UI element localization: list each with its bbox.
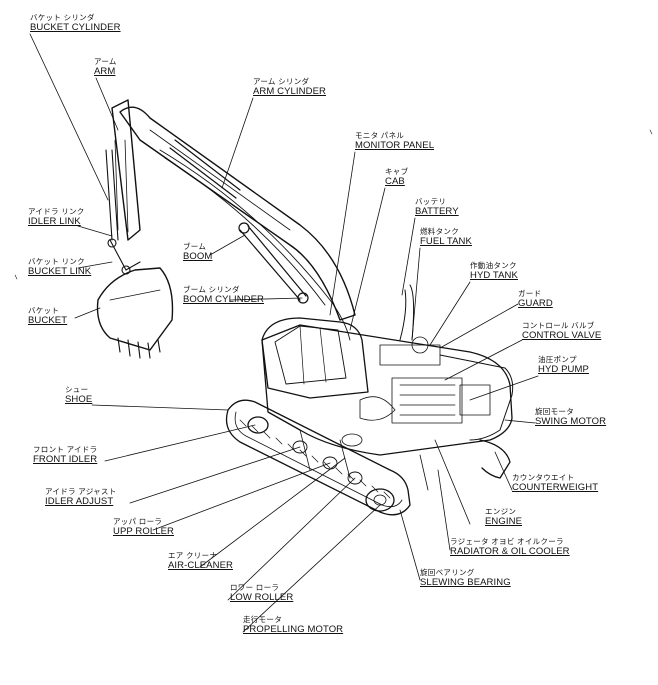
label-bucket-link-en: BUCKET LINK bbox=[28, 265, 92, 277]
label-idler-link-jp: アイドラ リンク bbox=[28, 207, 85, 216]
label-radiator-oil-cooler: ラジェータ オヨビ オイルクーラ RADIATOR & OIL COOLER bbox=[450, 538, 570, 556]
label-front-idler: フロント アイドラ FRONT IDLER bbox=[33, 446, 97, 464]
label-slewing-bearing: 旋回ベアリング SLEWING BEARING bbox=[420, 569, 511, 587]
label-bucket-link: バケット リンク BUCKET LINK bbox=[28, 258, 91, 276]
label-bucket-cylinder-jp: バケット シリンダ bbox=[30, 13, 95, 22]
label-guard-en: GUARD bbox=[518, 297, 553, 309]
label-boom-cylinder-en: BOOM CYLINDER bbox=[183, 293, 265, 305]
upper-structure bbox=[261, 324, 514, 491]
label-fuel-tank: 燃料タンク FUEL TANK bbox=[420, 228, 472, 246]
label-hyd-pump-en: HYD PUMP bbox=[538, 363, 589, 375]
label-monitor-panel-jp: モニタ パネル bbox=[355, 131, 405, 140]
label-upp-roller-jp: アッパ ローラ bbox=[113, 517, 163, 526]
label-front-idler-jp: フロント アイドラ bbox=[33, 445, 98, 454]
label-boom: ブーム BOOM bbox=[183, 243, 212, 261]
label-arm-cylinder-en: ARM CYLINDER bbox=[253, 85, 326, 97]
label-arm-cylinder: アーム シリンダ ARM CYLINDER bbox=[253, 78, 326, 96]
label-idler-adjust-en: IDLER ADJUST bbox=[45, 495, 114, 507]
label-air-cleaner-jp: エア クリーナ bbox=[168, 551, 218, 560]
bucket-cylinder bbox=[105, 149, 119, 241]
label-bucket: バケット BUCKET bbox=[28, 307, 67, 325]
label-shoe: シュー SHOE bbox=[65, 386, 92, 404]
scan-marks bbox=[14, 129, 653, 280]
label-boom-jp: ブーム bbox=[183, 242, 207, 251]
label-battery: バッテリ BATTERY bbox=[415, 198, 459, 216]
label-boom-en: BOOM bbox=[183, 250, 213, 262]
label-front-idler-en: FRONT IDLER bbox=[33, 453, 98, 465]
cab bbox=[261, 317, 369, 399]
label-arm-cylinder-jp: アーム シリンダ bbox=[253, 77, 310, 86]
label-counterweight-en: COUNTERWEIGHT bbox=[512, 481, 599, 493]
label-hyd-tank-jp: 作動油タンク bbox=[470, 261, 517, 270]
arm bbox=[111, 99, 141, 241]
label-air-cleaner: エア クリーナ AIR-CLEANER bbox=[168, 552, 233, 570]
label-engine-en: ENGINE bbox=[485, 515, 523, 527]
label-control-valve-en: CONTROL VALVE bbox=[522, 329, 602, 341]
label-upp-roller: アッパ ローラ UPP ROLLER bbox=[113, 518, 174, 536]
leader-lines bbox=[29, 33, 539, 633]
label-fuel-tank-en: FUEL TANK bbox=[420, 235, 472, 247]
label-control-valve-jp: コントロール バルブ bbox=[522, 321, 595, 330]
label-arm-jp: アーム bbox=[94, 57, 117, 66]
label-counterweight-jp: カウンタウエイト bbox=[512, 473, 575, 482]
label-guard-jp: ガード bbox=[518, 289, 542, 298]
label-propelling-motor-en: PROPELLING MOTOR bbox=[243, 623, 344, 635]
label-idler-link: アイドラ リンク IDLER LINK bbox=[28, 208, 85, 226]
label-low-roller-jp: ロワー ローラ bbox=[230, 583, 280, 592]
label-counterweight: カウンタウエイト COUNTERWEIGHT bbox=[512, 474, 598, 492]
label-cab: キャブ CAB bbox=[385, 168, 408, 186]
label-arm-en: ARM bbox=[94, 65, 116, 77]
label-propelling-motor-jp: 走行モータ bbox=[243, 615, 282, 624]
label-control-valve: コントロール バルブ CONTROL VALVE bbox=[522, 322, 601, 340]
label-propelling-motor: 走行モータ PROPELLING MOTOR bbox=[243, 616, 343, 634]
arm-cylinder bbox=[169, 139, 241, 199]
label-battery-jp: バッテリ bbox=[415, 197, 447, 206]
label-battery-en: BATTERY bbox=[415, 205, 459, 217]
label-bucket-link-jp: バケット リンク bbox=[28, 257, 85, 266]
label-shoe-jp: シュー bbox=[65, 385, 89, 394]
label-hyd-pump-jp: 油圧ポンプ bbox=[538, 355, 577, 364]
label-bucket-cylinder: バケット シリンダ BUCKET CYLINDER bbox=[30, 14, 121, 32]
label-boom-cylinder-jp: ブーム シリンダ bbox=[183, 285, 240, 294]
label-bucket-jp: バケット bbox=[28, 306, 60, 315]
label-idler-link-en: IDLER LINK bbox=[28, 215, 81, 227]
label-swing-motor-en: SWING MOTOR bbox=[535, 415, 607, 427]
label-bucket-cylinder-en: BUCKET CYLINDER bbox=[30, 21, 121, 33]
label-swing-motor: 旋回モータ SWING MOTOR bbox=[535, 408, 606, 426]
label-idler-adjust-jp: アイドラ アジャスト bbox=[45, 487, 117, 496]
bucket bbox=[96, 267, 174, 359]
label-slewing-bearing-en: SLEWING BEARING bbox=[420, 576, 511, 588]
label-radiator-oil-cooler-en: RADIATOR & OIL COOLER bbox=[450, 545, 570, 557]
label-idler-adjust: アイドラ アジャスト IDLER ADJUST bbox=[45, 488, 117, 506]
label-radiator-oil-cooler-jp: ラジェータ オヨビ オイルクーラ bbox=[450, 537, 564, 546]
label-monitor-panel-en: MONITOR PANEL bbox=[355, 139, 435, 151]
label-arm: アーム ARM bbox=[94, 58, 117, 76]
label-hyd-tank: 作動油タンク HYD TANK bbox=[470, 262, 518, 280]
label-shoe-en: SHOE bbox=[65, 393, 93, 405]
engine-compartment bbox=[341, 284, 491, 447]
label-guard: ガード GUARD bbox=[518, 290, 553, 308]
label-slewing-bearing-jp: 旋回ベアリング bbox=[420, 568, 475, 577]
label-swing-motor-jp: 旋回モータ bbox=[535, 407, 574, 416]
label-low-roller: ロワー ローラ LOW ROLLER bbox=[230, 584, 293, 602]
label-monitor-panel: モニタ パネル MONITOR PANEL bbox=[355, 132, 434, 150]
label-low-roller-en: LOW ROLLER bbox=[230, 591, 294, 603]
boom bbox=[119, 106, 356, 321]
label-cab-en: CAB bbox=[385, 175, 405, 187]
bucket-linkage bbox=[107, 238, 141, 275]
label-engine-jp: エンジン bbox=[485, 507, 517, 516]
label-engine: エンジン ENGINE bbox=[485, 508, 522, 526]
label-fuel-tank-jp: 燃料タンク bbox=[420, 227, 459, 236]
label-cab-jp: キャブ bbox=[385, 167, 409, 176]
label-boom-cylinder: ブーム シリンダ BOOM CYLINDER bbox=[183, 286, 264, 304]
label-bucket-en: BUCKET bbox=[28, 314, 68, 326]
hydraulic-hoses bbox=[159, 149, 351, 341]
label-air-cleaner-en: AIR-CLEANER bbox=[168, 559, 233, 571]
label-upp-roller-en: UPP ROLLER bbox=[113, 525, 175, 537]
label-hyd-tank-en: HYD TANK bbox=[470, 269, 518, 281]
label-hyd-pump: 油圧ポンプ HYD PUMP bbox=[538, 356, 589, 374]
